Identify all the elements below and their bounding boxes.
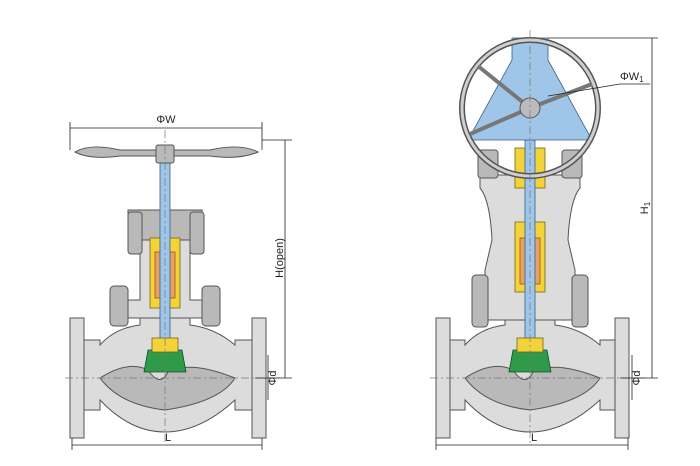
right-dimensions: ΦW1 H1 Φd L	[435, 37, 658, 450]
right-spoke-3	[469, 106, 531, 136]
right-bolt-left	[471, 274, 489, 328]
right-bolt-right	[571, 274, 589, 328]
phi-d-right-label: Φd	[631, 371, 643, 386]
phi-d-left-label: Φd	[267, 371, 279, 386]
right-spoke-2	[529, 82, 593, 110]
phi-w-label: ΦW	[156, 114, 176, 126]
left-bolt-left	[109, 285, 129, 327]
left-yoke-bolt-right	[189, 211, 205, 255]
left-bolt-right	[201, 285, 221, 327]
l-right-label: L	[531, 432, 537, 444]
left-dimensions: ΦW H(open) Φd L	[69, 114, 292, 450]
handwheel-globe-valve	[69, 144, 267, 439]
right-spoke-1	[476, 64, 532, 110]
h1-label: H1	[639, 201, 652, 214]
l-left-label: L	[165, 432, 171, 444]
phi-w1-label: ΦW1	[620, 71, 644, 84]
h-open-label: H(open)	[274, 238, 286, 278]
phi-w1-leader	[547, 83, 621, 97]
left-yoke-bolt-left	[127, 211, 143, 255]
